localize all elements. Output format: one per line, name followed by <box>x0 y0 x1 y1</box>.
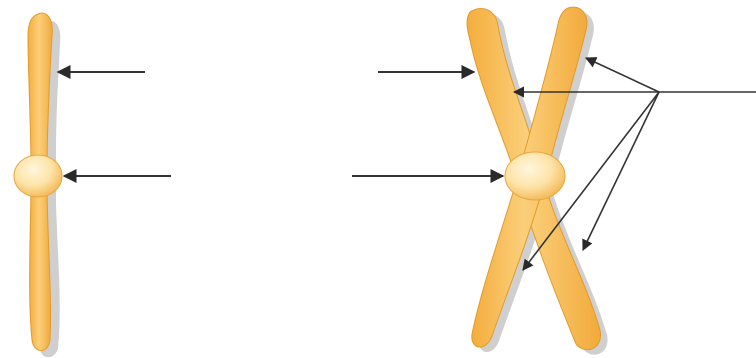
arrow-chromatid-lower-right <box>583 92 659 250</box>
chromosome-lower-arm <box>30 190 51 351</box>
arrow-chromatid-upper-right <box>586 58 659 92</box>
centromere-left <box>14 155 62 197</box>
replicated-chromosome <box>467 7 608 355</box>
unreplicated-chromosome <box>14 13 62 357</box>
centromere-right <box>505 152 565 200</box>
